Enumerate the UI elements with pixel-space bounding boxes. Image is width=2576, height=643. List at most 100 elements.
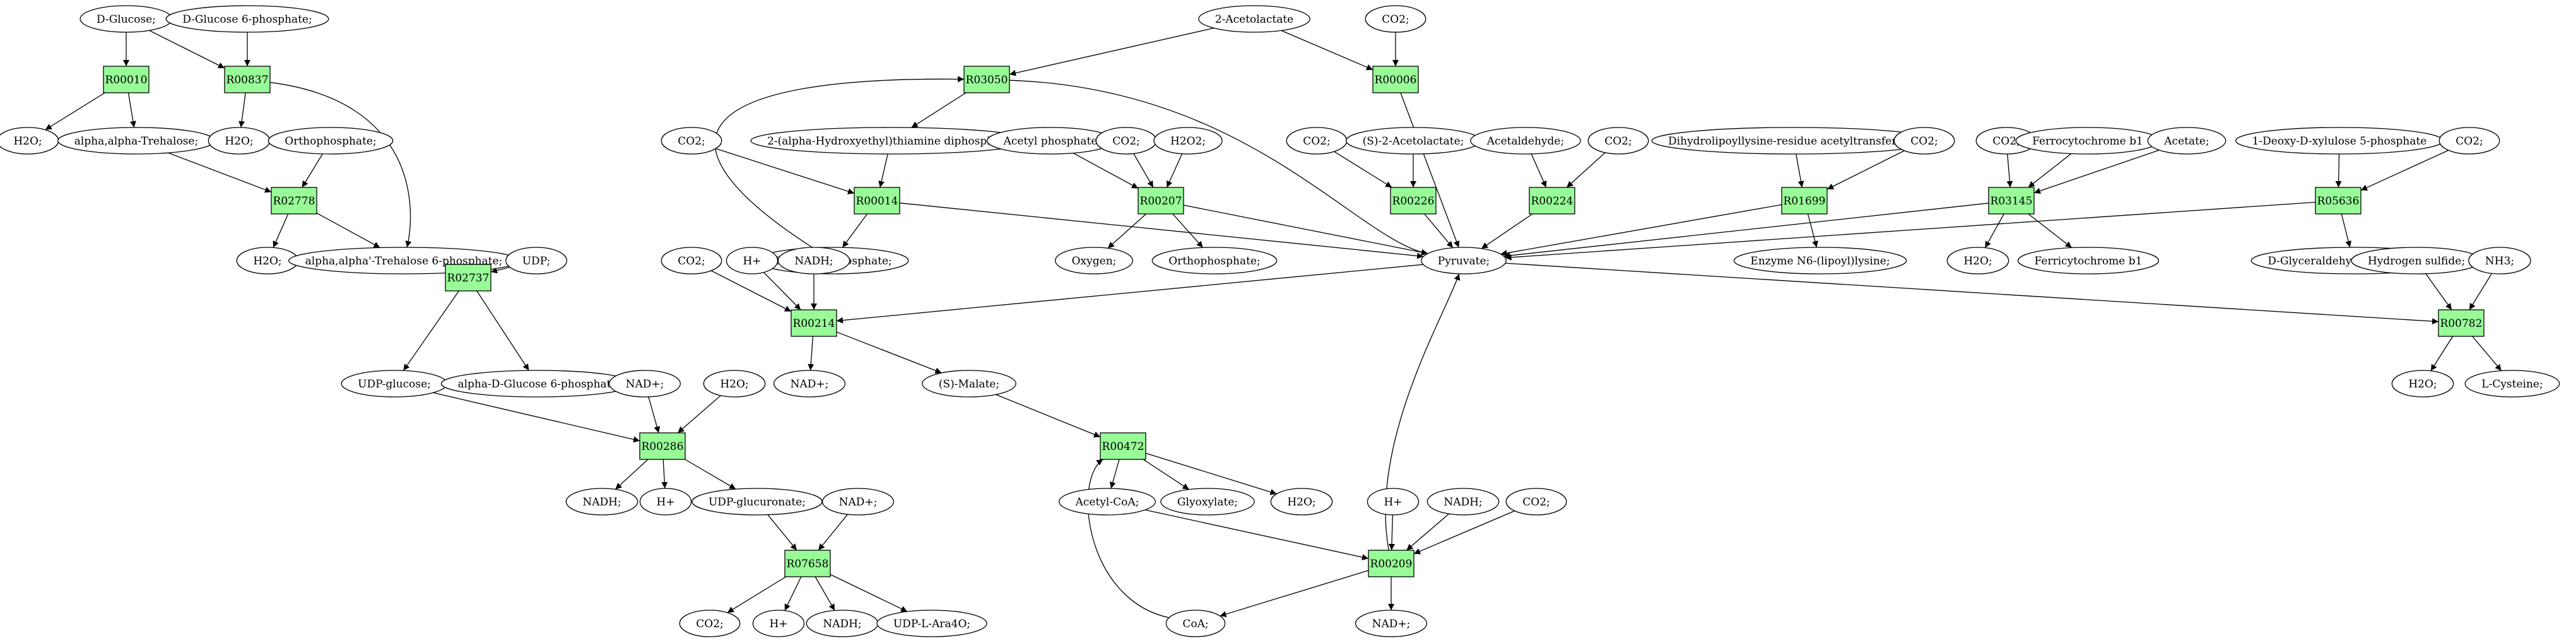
edge-co2_c-to-r00014 bbox=[715, 148, 855, 195]
node-r00782: R00782 bbox=[2438, 309, 2485, 337]
edge-r00286-to-nadh_a bbox=[615, 459, 649, 490]
metabolite-ellipse bbox=[1421, 247, 1507, 274]
edge-r07658-to-udpara bbox=[830, 574, 908, 612]
metabolite-ellipse bbox=[1151, 247, 1278, 274]
edge-dxp-to-r05636 bbox=[2335, 153, 2342, 188]
node-nadh_b: NADH; bbox=[806, 610, 879, 637]
node-co2_h: CO2; bbox=[1975, 127, 2037, 155]
metabolite-ellipse bbox=[1470, 127, 1581, 155]
edge-r02737-to-adg6p bbox=[476, 290, 529, 371]
edge-acetolactate2-to-r03050 bbox=[1009, 27, 1214, 76]
node-coa: CoA; bbox=[1165, 610, 1226, 637]
reaction-box bbox=[1100, 432, 1146, 460]
edge-co2_k-to-r00209 bbox=[1413, 510, 1515, 555]
node-label: Ferricytochrome b1 bbox=[2035, 255, 2143, 268]
edge-r00207-to-ortho_b bbox=[1172, 213, 1204, 248]
metabolite-ellipse bbox=[1946, 247, 2009, 274]
edge-r00014-to-tpp bbox=[842, 213, 868, 248]
edge-co2_d-to-r00207 bbox=[1133, 153, 1154, 188]
node-h2s: Hydrogen sulfide; bbox=[2351, 247, 2482, 274]
node-hplus_c: H+ bbox=[726, 247, 779, 274]
node-label: alpha-D-Glucose 6-phosphate bbox=[457, 378, 617, 391]
node-r00472: R00472 bbox=[1100, 432, 1146, 460]
node-r00286: R00286 bbox=[639, 432, 686, 460]
node-h2o_f: H2O; bbox=[1270, 488, 1333, 516]
metabolite-ellipse bbox=[679, 610, 741, 637]
edge-nadp_b-to-r07658 bbox=[818, 514, 849, 551]
metabolite-ellipse bbox=[2017, 247, 2160, 274]
node-label: CO2; bbox=[696, 618, 724, 630]
reaction-box bbox=[791, 309, 837, 337]
reaction-box bbox=[1390, 187, 1437, 215]
node-label: CO2; bbox=[1112, 135, 1140, 148]
edge-r00006-to-pyruvate bbox=[1400, 92, 1460, 248]
node-acetolactate2: 2-Acetolactate bbox=[1198, 5, 1310, 33]
edge-r03145-to-pyruvate bbox=[1503, 203, 1989, 259]
edge-r00472-to-h2o_f bbox=[1145, 452, 1277, 495]
edge-ferrocyt-to-r03145 bbox=[2028, 153, 2072, 188]
edge-r00014-to-pyruvate bbox=[899, 203, 1424, 259]
node-ferricyt: Ferricytochrome b1 bbox=[2017, 247, 2160, 274]
metabolite-ellipse bbox=[752, 610, 805, 637]
node-acetylp: Acetyl phosphate bbox=[986, 127, 1115, 155]
node-label: R05636 bbox=[2317, 195, 2360, 208]
node-label: Ferrocytochrome b1 bbox=[2032, 135, 2143, 148]
node-g6p: D-Glucose 6-phosphate; bbox=[165, 5, 329, 33]
node-ferrocyt: Ferrocytochrome b1 bbox=[2015, 127, 2160, 155]
node-label: H2O; bbox=[2408, 378, 2437, 391]
node-label: R00472 bbox=[1102, 440, 1144, 453]
node-label: L-Cysteine; bbox=[2481, 378, 2543, 391]
edge-layer bbox=[45, 27, 2502, 618]
node-label: NAD+; bbox=[1372, 618, 1411, 630]
node-label: NAD+; bbox=[839, 496, 878, 509]
node-h2o2: H2O2; bbox=[1153, 127, 1223, 155]
node-r00837: R00837 bbox=[224, 66, 271, 93]
node-hplus_a: H+ bbox=[639, 488, 692, 516]
node-label: R07658 bbox=[787, 558, 829, 570]
node-label: NADH; bbox=[823, 618, 861, 630]
node-r00207: R00207 bbox=[1138, 187, 1184, 215]
node-adg6p: alpha-D-Glucose 6-phosphate bbox=[440, 370, 635, 398]
edge-udpgluc-to-r07658 bbox=[767, 514, 797, 551]
node-label: Orthophosphate; bbox=[1168, 255, 1260, 268]
node-label: R00209 bbox=[1370, 558, 1413, 570]
node-label: Orthophosphate; bbox=[285, 135, 376, 148]
edge-r00010-to-h2o_a bbox=[45, 92, 105, 131]
metabolite-ellipse bbox=[268, 127, 394, 155]
edge-h2o2-to-r00207 bbox=[1166, 153, 1183, 188]
node-oxygen: Oxygen; bbox=[1054, 247, 1134, 274]
edge-pyruvate-to-r00214 bbox=[836, 264, 1423, 324]
node-label: NH3; bbox=[2485, 255, 2514, 268]
node-r00224: R00224 bbox=[1529, 187, 1575, 215]
metabolite-ellipse bbox=[922, 370, 1016, 398]
edge-r03145-to-h2o_e bbox=[1984, 213, 2004, 248]
edge-dihydrolipo-to-r01699 bbox=[1796, 153, 1804, 188]
metabolite-ellipse bbox=[1165, 610, 1226, 637]
node-h2o_g: H2O; bbox=[2391, 370, 2454, 398]
node-label: H2O; bbox=[13, 135, 42, 148]
node-co2_f: CO2; bbox=[1587, 127, 1649, 155]
node-label: UDP-L-Ara4O; bbox=[893, 618, 970, 630]
reaction-box bbox=[2315, 187, 2361, 215]
node-label: R00226 bbox=[1392, 195, 1435, 208]
node-label: H+ bbox=[743, 255, 761, 268]
edge-r00286-to-udpgluc bbox=[685, 459, 736, 490]
edge-coa-to-r00472 bbox=[1087, 459, 1170, 618]
node-label: R00782 bbox=[2440, 317, 2483, 330]
edge-r00226-to-pyruvate bbox=[1424, 213, 1454, 249]
metabolite-ellipse bbox=[1058, 488, 1156, 516]
reaction-box bbox=[1372, 66, 1419, 93]
node-label: R00207 bbox=[1140, 195, 1182, 208]
node-udp_a: UDP; bbox=[505, 247, 567, 274]
node-label: H2O; bbox=[225, 135, 253, 148]
metabolite-ellipse bbox=[165, 5, 329, 33]
metabolite-ellipse bbox=[1426, 488, 1500, 516]
node-co2_e: CO2; bbox=[1286, 127, 1348, 155]
metabolite-ellipse bbox=[1893, 127, 1955, 155]
edge-acetylp-to-r00207 bbox=[1073, 153, 1139, 189]
metabolite-ellipse bbox=[1733, 247, 1907, 274]
node-label: CO2; bbox=[1303, 135, 1331, 148]
node-label: UDP-glucuronate; bbox=[709, 496, 806, 509]
node-label: H2O; bbox=[1287, 496, 1315, 509]
